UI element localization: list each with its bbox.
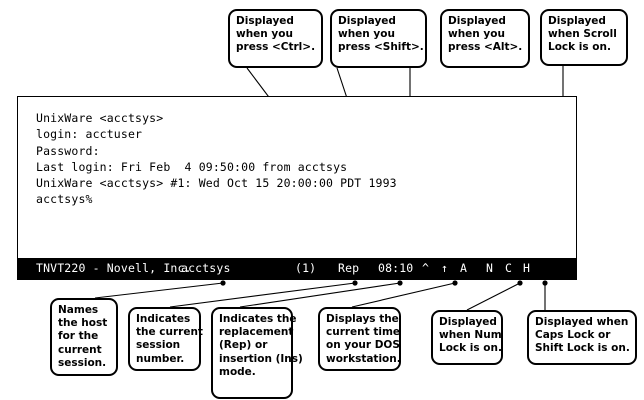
callout-text-line: Indicates: [136, 313, 191, 325]
callout-text-line: when Num: [439, 329, 502, 342]
callout-host-name: Names the host for the current session.: [50, 298, 118, 376]
callout-text-line: when you: [338, 28, 395, 41]
terminal-line: UnixWare <acctsys> #1: Wed Oct 15 20:00:…: [36, 176, 397, 191]
callout-alt-indicator: Displayed when you press <Alt>.: [440, 9, 530, 68]
status-shift-indicator-icon: ↑: [441, 261, 449, 275]
dot-mode: [397, 280, 403, 286]
callout-text-line: when you: [448, 28, 505, 41]
callout-ctrl-indicator: Displayed when you press <Ctrl>.: [228, 9, 323, 68]
leader-line-mode: [239, 282, 401, 308]
callout-shift-indicator: Displayed when you press <Shift>.: [330, 9, 427, 68]
status-scroll-lock-indicator: H: [523, 261, 531, 275]
callout-text-line: number.: [136, 352, 185, 365]
callout-text-line: press <Shift>.: [338, 41, 424, 54]
terminal-window[interactable]: UnixWare <acctsys> login: acctuser Passw…: [17, 96, 577, 280]
leader-line-host: [94, 282, 224, 299]
callout-text-line: session: [136, 339, 181, 352]
status-ctrl-indicator-icon: ^: [422, 261, 430, 275]
callout-text-line: Caps Lock or: [535, 329, 611, 342]
callout-text-line: when Scroll: [548, 28, 617, 41]
callout-clock: Displays the current time on your DOS wo…: [318, 307, 401, 371]
callout-text-line: Displayed: [439, 316, 497, 328]
callout-text-line: Lock is on.: [548, 41, 611, 54]
callout-text-line: insertion (Ins): [219, 352, 303, 365]
callout-text-line: Indicates the: [219, 313, 297, 325]
callout-session-number: Indicates the current session number.: [128, 307, 203, 371]
status-host-name: acctsys: [181, 261, 231, 275]
callout-text-line: Lock is on.: [439, 342, 502, 355]
terminal-line: Password:: [36, 143, 100, 158]
status-num-lock-indicator: N: [486, 261, 494, 275]
callout-text-line: when you: [236, 28, 293, 41]
callout-text-line: the host: [58, 317, 108, 330]
callout-text-line: Displays the: [326, 313, 399, 325]
dot-session: [352, 280, 358, 286]
terminal-screen[interactable]: UnixWare <acctsys> login: acctuser Passw…: [18, 97, 576, 257]
callout-text-line: session.: [58, 356, 107, 369]
callout-text-line: for the: [58, 330, 99, 343]
callout-caps-lock-indicator: Displayed when Caps Lock or Shift Lock i…: [527, 310, 637, 365]
terminal-line: Last login: Fri Feb 4 09:50:00 from acct…: [36, 159, 348, 174]
callout-text-line: Displayed: [236, 15, 294, 27]
callout-text-line: current: [58, 343, 102, 356]
callout-text-line: press <Ctrl>.: [236, 41, 316, 54]
terminal-status-bar: TNVT220 - Novell, Inc. acctsys (1) Rep 0…: [18, 258, 576, 279]
callout-text-line: current time: [326, 326, 401, 339]
callout-edit-mode: Indicates the replacement (Rep) or inser…: [211, 307, 303, 399]
status-session-number: (1): [295, 261, 317, 275]
terminal-line: login: acctuser: [36, 127, 143, 142]
leader-line-numlock: [466, 282, 521, 311]
callout-text-line: Shift Lock is on.: [535, 342, 630, 355]
callout-text-line: Displayed when: [535, 316, 629, 328]
callout-text-line: the current: [136, 326, 203, 339]
callout-text-line: on your DOS: [326, 339, 400, 352]
leader-line-session: [169, 282, 356, 308]
leader-line-time: [351, 282, 456, 308]
dot-capslock: [542, 280, 548, 286]
callout-text-line: Names: [58, 304, 99, 316]
callout-num-lock-indicator: Displayed when Num Lock is on.: [431, 310, 503, 365]
callout-text-line: mode.: [219, 365, 256, 378]
status-alt-indicator: A: [460, 261, 468, 275]
terminal-line: UnixWare <acctsys>: [36, 111, 164, 125]
callout-text-line: Displayed: [548, 15, 606, 27]
callout-text-line: Displayed: [338, 15, 396, 27]
status-clock: 08:10: [378, 261, 414, 275]
dot-time: [452, 280, 458, 286]
callout-text-line: replacement: [219, 326, 294, 339]
dot-host: [220, 280, 226, 286]
callout-text-line: press <Alt>.: [448, 41, 523, 54]
callout-text-line: Displayed: [448, 15, 506, 27]
status-edit-mode: Rep: [338, 261, 360, 275]
status-product-name: TNVT220 - Novell, Inc.: [36, 261, 192, 275]
status-caps-lock-indicator: C: [505, 261, 513, 275]
dot-numlock: [517, 280, 523, 286]
callout-text-line: workstation.: [326, 352, 401, 365]
callout-text-line: (Rep) or: [219, 339, 268, 352]
callout-scroll-lock-indicator: Displayed when Scroll Lock is on.: [540, 9, 628, 66]
terminal-prompt: acctsys%: [36, 192, 93, 207]
